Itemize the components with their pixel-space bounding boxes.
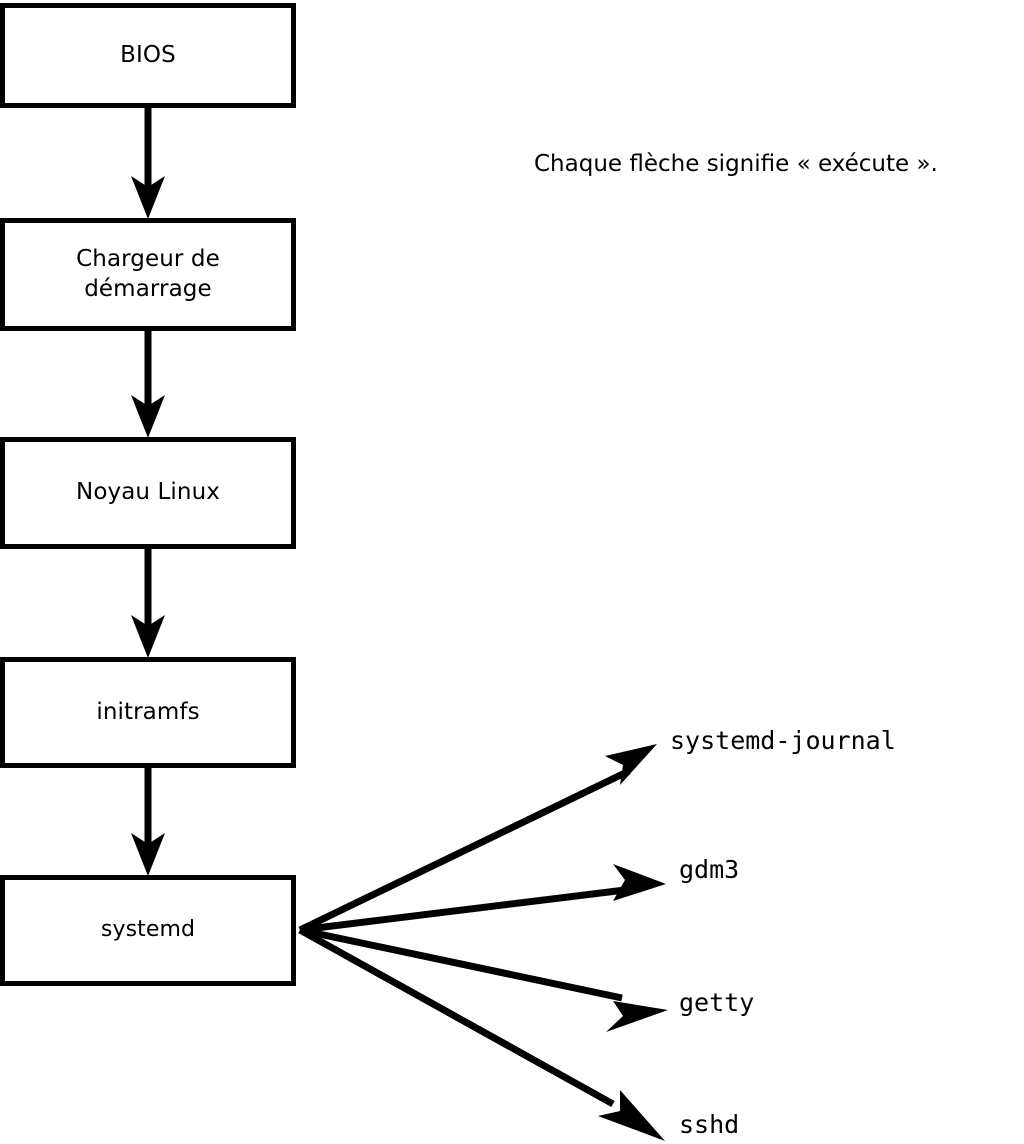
arrow-systemd-to-getty <box>299 926 668 1032</box>
arrow-systemd-to-sshd <box>298 926 665 1141</box>
service-label-gdm3: gdm3 <box>679 855 740 884</box>
node-bios-label: BIOS <box>120 41 176 68</box>
service-label-systemd-journal: systemd-journal <box>670 726 896 755</box>
service-label-sshd: sshd <box>679 1110 740 1139</box>
node-bios[interactable]: BIOS <box>0 3 296 108</box>
arrow-initramfs-to-systemd <box>131 765 165 876</box>
node-initramfs[interactable]: initramfs <box>0 657 296 768</box>
arrow-systemd-to-systemd-journal <box>298 744 657 934</box>
service-label-getty: getty <box>679 988 755 1017</box>
node-kernel-label: Noyau Linux <box>76 479 220 506</box>
node-initramfs-label: initramfs <box>96 698 200 725</box>
diagram-caption: Chaque flèche signifie « exécute ». <box>534 151 938 177</box>
node-systemd[interactable]: systemd <box>0 875 296 986</box>
node-systemd-label: systemd <box>100 917 196 943</box>
arrow-bios-to-bootloader <box>131 105 165 219</box>
arrow-systemd-to-gdm3 <box>299 864 666 934</box>
node-kernel[interactable]: Noyau Linux <box>0 437 296 549</box>
arrow-kernel-to-initramfs <box>131 546 165 658</box>
arrow-bootloader-to-kernel <box>131 328 165 438</box>
node-bootloader[interactable]: Chargeur de démarrage <box>0 218 296 331</box>
node-bootloader-label: Chargeur de démarrage <box>76 246 220 302</box>
